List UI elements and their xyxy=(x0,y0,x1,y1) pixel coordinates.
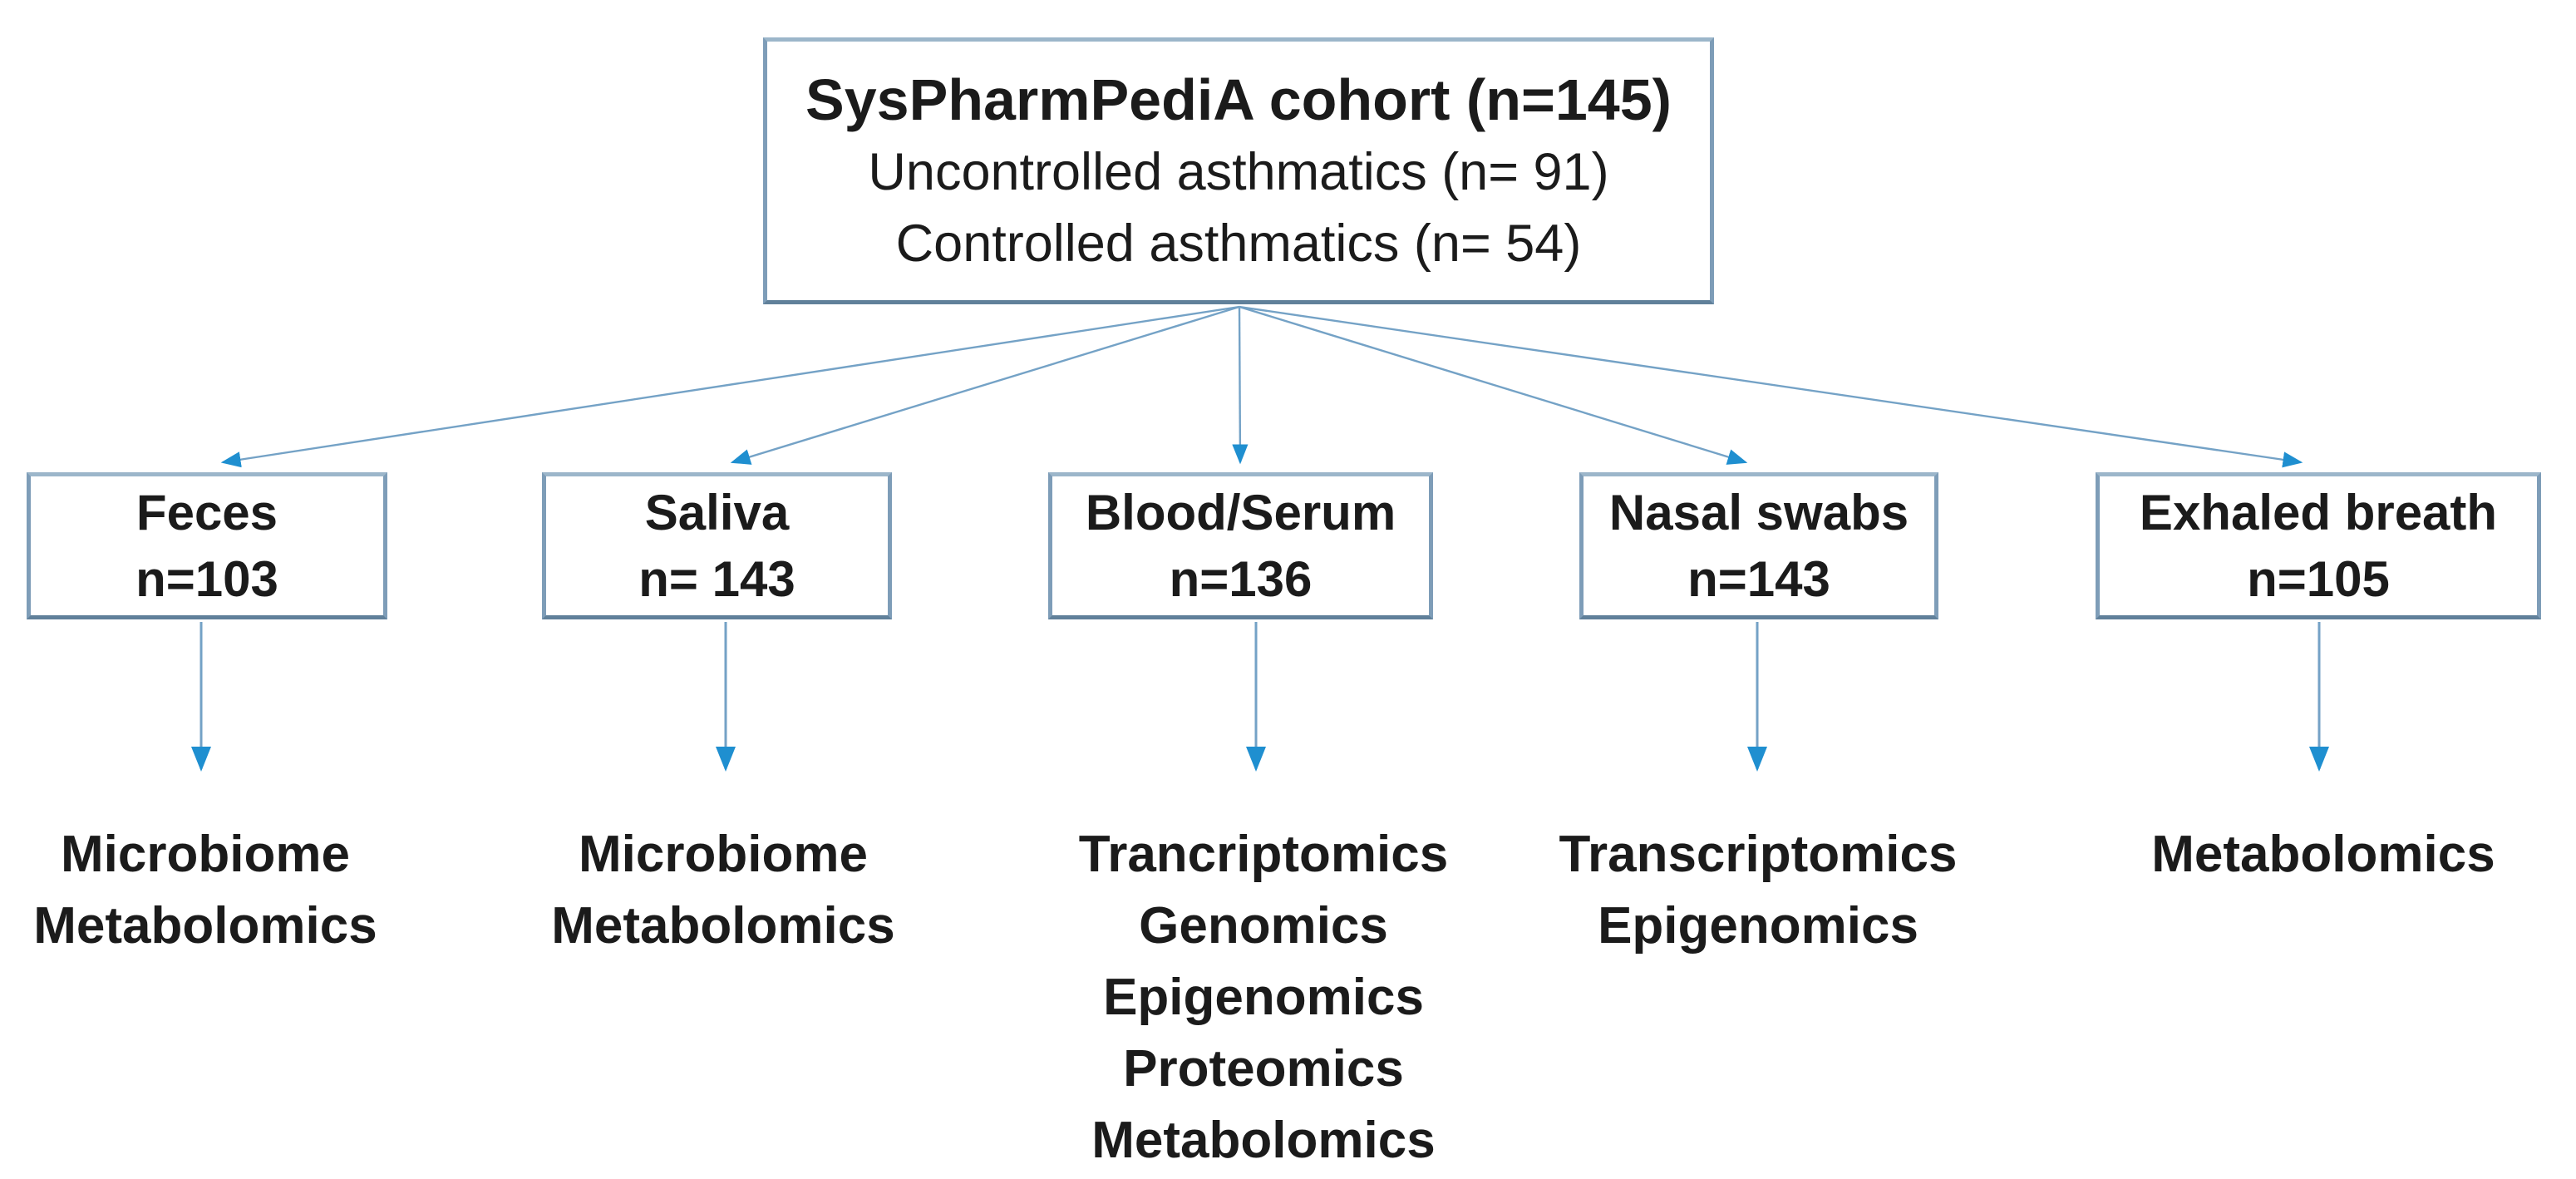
arrow-root-to-blood xyxy=(1232,306,1249,465)
branch-count: n=136 xyxy=(1169,550,1313,607)
branch-count: n=103 xyxy=(135,550,278,607)
omics-item: Microbiome xyxy=(61,826,350,883)
branch-count: n=105 xyxy=(2247,550,2390,607)
controlled-asthmatics-line: Controlled asthmatics (n= 54) xyxy=(895,214,1582,273)
omics-item: Microbiome xyxy=(579,826,868,883)
cohort-title: SysPharmPediA cohort (n=145) xyxy=(805,67,1672,132)
branch-box-saliva: Saliva n= 143 xyxy=(542,472,892,619)
root-cohort-box: SysPharmPediA cohort (n=145) Uncontrolle… xyxy=(763,37,1714,304)
branch-box-blood-serum: Blood/Serum n=136 xyxy=(1048,472,1433,619)
branch-count: n= 143 xyxy=(638,550,795,607)
branch-label: Blood/Serum xyxy=(1085,484,1396,540)
omics-item: Metabolomics xyxy=(1091,1112,1436,1169)
branch-box-nasal-swabs: Nasal swabs n=143 xyxy=(1579,472,1938,619)
arrow-root-to-feces xyxy=(220,305,1240,468)
omics-list-feces: Microbiome Metabolomics xyxy=(0,819,438,962)
omics-item: Metabolomics xyxy=(2151,826,2495,883)
branch-label: Nasal swabs xyxy=(1608,484,1909,540)
branch-box-feces: Feces n=103 xyxy=(27,472,387,619)
branch-label: Exhaled breath xyxy=(2139,484,2498,540)
omics-item: Proteomics xyxy=(1123,1040,1404,1098)
uncontrolled-asthmatics-line: Uncontrolled asthmatics (n= 91) xyxy=(868,142,1609,201)
branch-label: Saliva xyxy=(644,484,790,540)
omics-item: Epigenomics xyxy=(1103,969,1424,1026)
branch-label: Feces xyxy=(135,484,278,540)
omics-item: Trancriptomics xyxy=(1078,826,1449,883)
branch-count: n=143 xyxy=(1687,550,1830,607)
omics-item: Genomics xyxy=(1139,897,1388,955)
arrow-root-to-saliva xyxy=(730,305,1240,465)
omics-item: Metabolomics xyxy=(551,897,895,955)
arrow-root-to-breath xyxy=(1239,305,2303,468)
arrow-root-to-nasal xyxy=(1239,305,1748,465)
omics-list-saliva: Microbiome Metabolomics xyxy=(490,819,956,962)
omics-item: Transcriptomics xyxy=(1559,826,1958,883)
omics-item: Metabolomics xyxy=(33,897,377,955)
branch-box-exhaled-breath: Exhaled breath n=105 xyxy=(2096,472,2541,619)
omics-list-blood-serum: Trancriptomics Genomics Epigenomics Prot… xyxy=(1031,819,1496,1177)
omics-list-nasal-swabs: Transcriptomics Epigenomics xyxy=(1525,819,1991,962)
omics-item: Epigenomics xyxy=(1598,897,1918,955)
omics-list-exhaled-breath: Metabolomics xyxy=(2091,819,2556,890)
